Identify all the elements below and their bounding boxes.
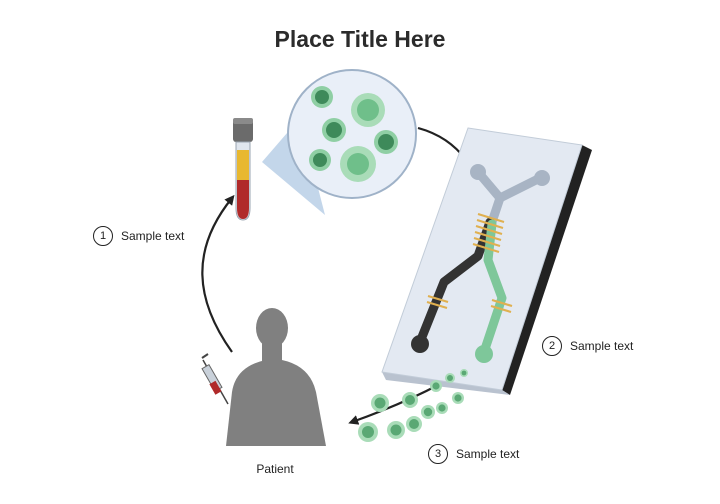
cell — [362, 426, 374, 438]
cell — [405, 395, 415, 405]
step-3: 3 Sample text — [428, 444, 519, 464]
step-number: 2 — [542, 336, 562, 356]
step-label: Sample text — [570, 339, 634, 353]
cell — [390, 424, 402, 436]
cell — [374, 397, 386, 409]
step-number: 3 — [428, 444, 448, 464]
cell — [347, 153, 369, 175]
patient-label: Patient — [256, 462, 294, 476]
cell — [438, 404, 446, 412]
cell — [357, 99, 379, 121]
syringe-icon — [201, 353, 229, 405]
step-2: 2 Sample text — [542, 336, 633, 356]
cell — [378, 134, 394, 150]
cell — [409, 419, 419, 429]
cell — [461, 370, 467, 376]
arrow-patient-to-tube — [201, 194, 235, 353]
cell — [315, 90, 329, 104]
blood-tube-icon — [233, 118, 253, 221]
cell — [454, 394, 462, 402]
cell — [423, 407, 433, 417]
page-title: Place Title Here — [274, 26, 446, 52]
magnified-cells — [287, 69, 417, 199]
step-1: 1 Sample text — [93, 226, 184, 246]
step-label: Sample text — [121, 229, 185, 243]
step-label: Sample text — [456, 447, 520, 461]
cell — [313, 153, 327, 167]
patient-silhouette-icon — [226, 308, 326, 446]
magnification-cone — [262, 118, 325, 215]
cell — [326, 122, 342, 138]
cell — [432, 382, 440, 390]
cell — [447, 375, 453, 381]
output-cells — [358, 369, 468, 442]
microfluidic-chip — [381, 127, 592, 395]
step-number: 1 — [93, 226, 113, 246]
